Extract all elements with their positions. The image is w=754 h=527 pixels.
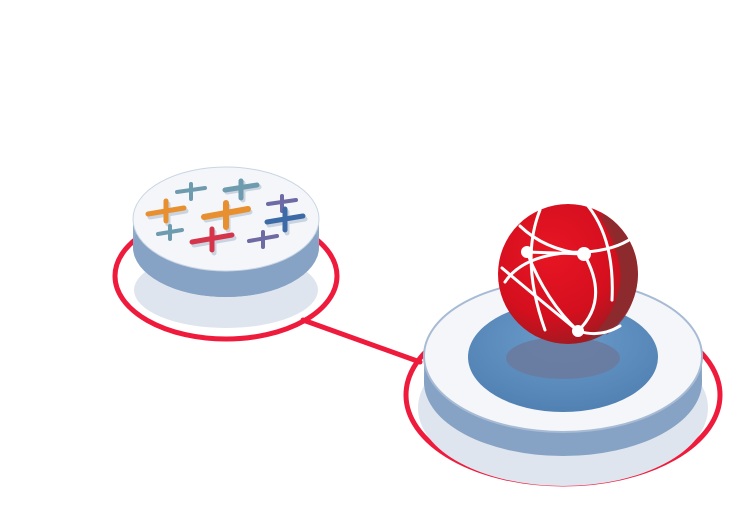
globe-pedestal-node [403, 204, 723, 487]
tableau-disc-node [112, 166, 340, 342]
tableau-logo-icon [145, 178, 308, 256]
globe-network-icon [498, 204, 638, 344]
connector-line [300, 317, 423, 365]
